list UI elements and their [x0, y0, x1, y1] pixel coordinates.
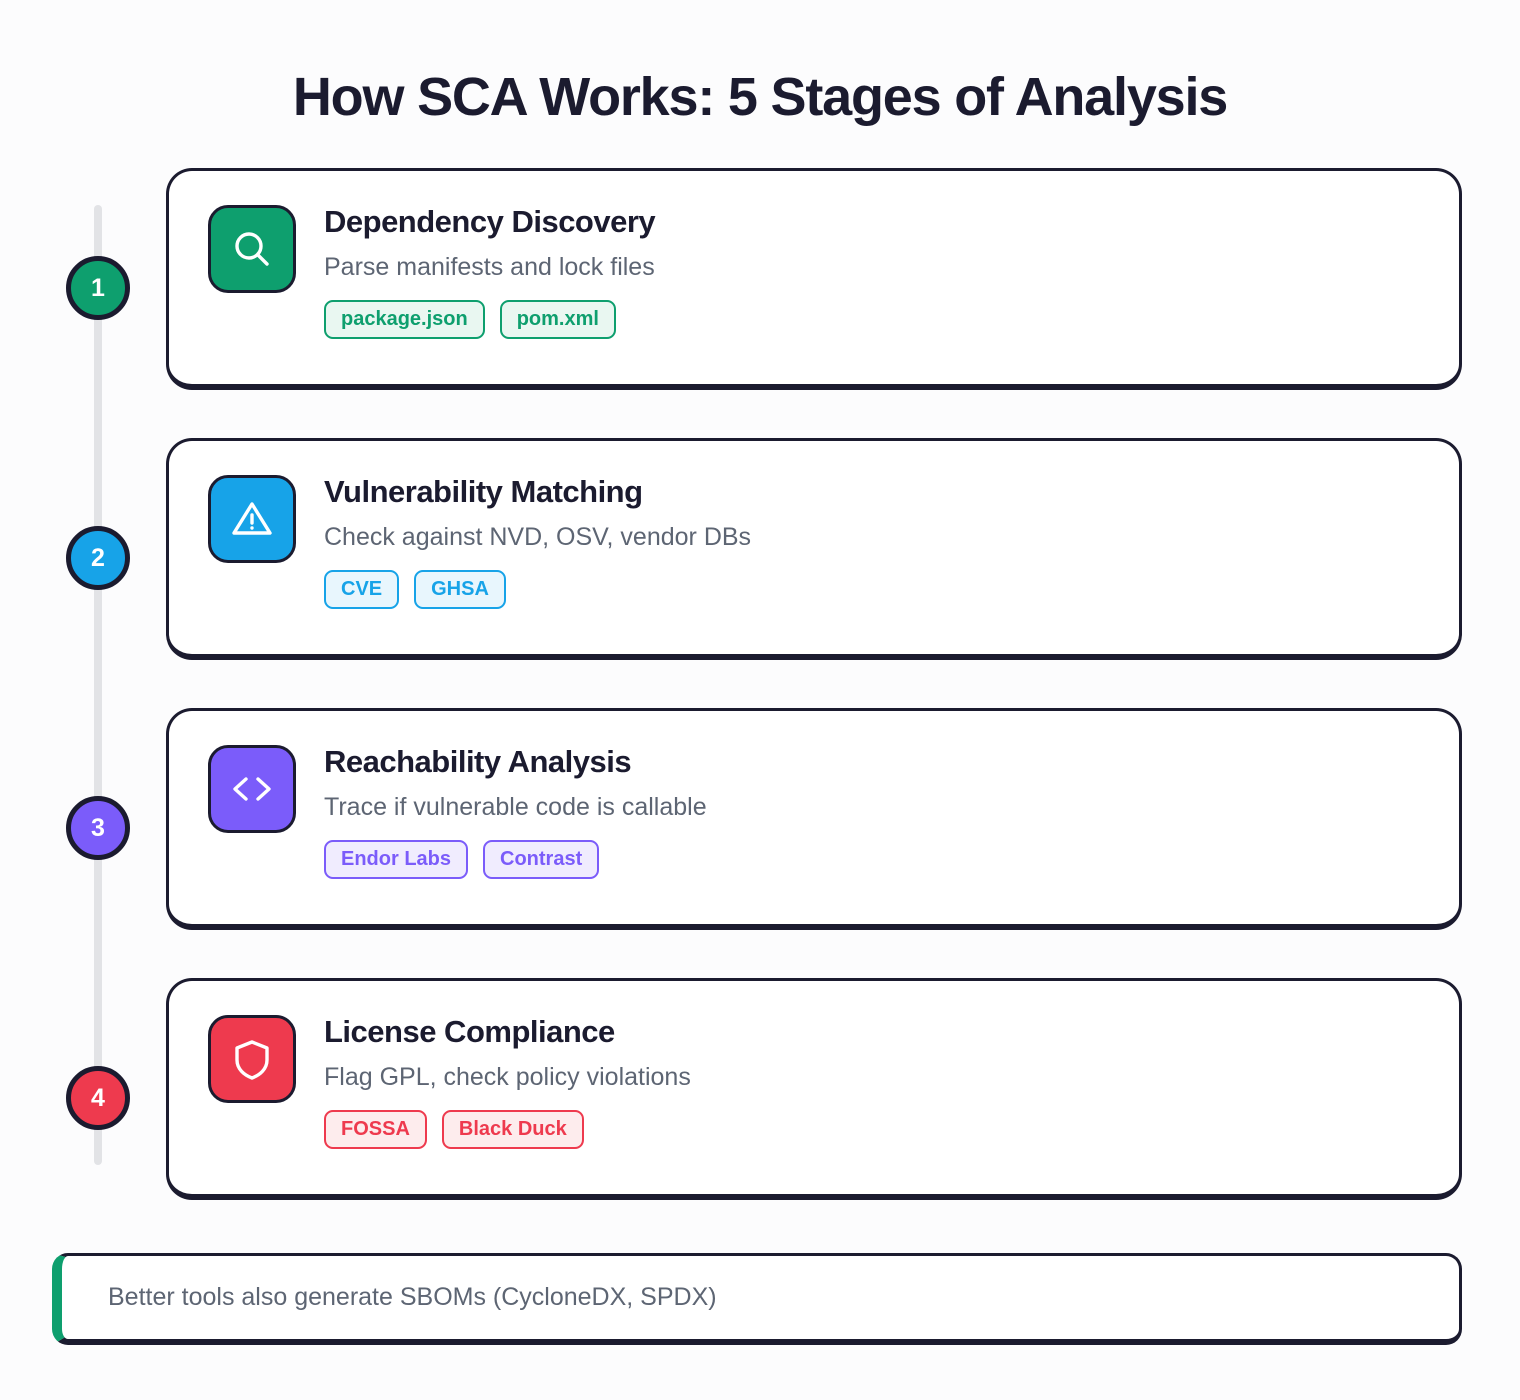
stage-tag-list: FOSSA Black Duck: [324, 1110, 691, 1150]
footer-note-text: Better tools also generate SBOMs (Cyclon…: [108, 1283, 717, 1311]
stage-title: Dependency Discovery: [324, 204, 656, 239]
footer-note: Better tools also generate SBOMs (Cyclon…: [52, 1253, 1462, 1345]
stage-tag-list: Endor Labs Contrast: [324, 840, 707, 880]
stage-number: 4: [91, 1083, 105, 1112]
stage-description: Parse manifests and lock files: [324, 252, 655, 281]
stage-tag[interactable]: Black Duck: [441, 1110, 584, 1150]
stage-number-badge: 3: [66, 796, 130, 860]
stage-number-badge: 2: [66, 526, 130, 590]
code-brackets-icon: [208, 745, 296, 833]
stage-description: Trace if vulnerable code is callable: [324, 792, 707, 821]
search-icon: [208, 205, 296, 293]
stage-tag[interactable]: GHSA: [414, 570, 506, 610]
stage-number-badge: 4: [66, 1066, 130, 1130]
stage-title: Reachability Analysis: [324, 744, 632, 779]
shield-icon: [208, 1015, 296, 1103]
stage-number: 1: [91, 273, 105, 302]
stage-number: 3: [91, 813, 105, 842]
stage-tag-list: package.json pom.xml: [324, 300, 655, 340]
stage-number-badge: 1: [66, 256, 130, 320]
alert-triangle-icon: [208, 475, 296, 563]
stage-title: Vulnerability Matching: [324, 474, 643, 509]
stage-tag[interactable]: pom.xml: [499, 300, 616, 340]
stage-description: Check against NVD, OSV, vendor DBs: [324, 522, 752, 551]
stage-tag[interactable]: FOSSA: [324, 1110, 427, 1150]
stage-tag[interactable]: CVE: [324, 570, 400, 610]
stage-tag[interactable]: package.json: [324, 300, 485, 340]
stage-title: License Compliance: [324, 1014, 615, 1049]
stage-tag[interactable]: Contrast: [483, 840, 600, 880]
stage-description: Flag GPL, check policy violations: [324, 1062, 691, 1091]
stage-tag[interactable]: Endor Labs: [324, 840, 469, 880]
stage-number: 2: [91, 543, 105, 572]
stage-tag-list: CVE GHSA: [324, 570, 751, 610]
page-title: How SCA Works: 5 Stages of Analysis: [292, 67, 1228, 127]
timeline-rail: [94, 205, 102, 1165]
